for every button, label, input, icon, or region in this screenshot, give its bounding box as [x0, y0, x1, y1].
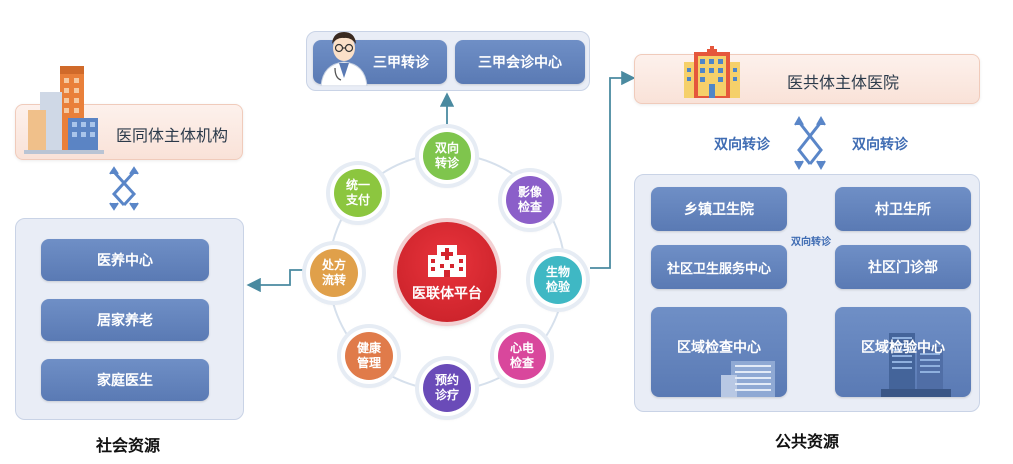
- home-elderly-care-label: 居家养老: [97, 313, 153, 329]
- hospital-icon: [428, 245, 466, 277]
- node-prescription-flow-line2: 流转: [321, 273, 346, 287]
- node-bio-test-line2: 检验: [545, 280, 570, 294]
- left-header-title: 医同体主体机构: [116, 126, 229, 145]
- node-prescription-flow-fill: 处方 流转: [310, 249, 358, 297]
- left-resource-panel: 医养中心 居家养老 家庭医生: [15, 218, 244, 420]
- left-cross-arrow-icon: [109, 166, 139, 211]
- community-center-label: 社区卫生服务中心: [666, 261, 771, 277]
- node-imaging-exam-fill: 影像 检查: [506, 176, 554, 224]
- node-unified-payment-fill: 统一 支付: [334, 169, 382, 217]
- tertiary-referral-label: 三甲转诊: [373, 55, 429, 71]
- node-unified-payment-line1: 统一: [345, 178, 370, 192]
- family-doctor-button[interactable]: 家庭医生: [41, 359, 209, 401]
- medical-elderly-care-label: 医养中心: [97, 253, 153, 269]
- platform-label: 医联体平台: [412, 286, 482, 302]
- public-resources-caption: 公共资源: [775, 432, 840, 451]
- right-resource-panel: 乡镇卫生院 村卫生所 双向转诊 社区卫生服务中心 社区门诊部 区域检查中心: [634, 174, 980, 412]
- node-health-mgmt-line2: 管理: [356, 356, 381, 370]
- node-prescription-flow[interactable]: 处方 流转: [306, 245, 362, 301]
- node-bio-test-line1: 生物: [545, 265, 570, 279]
- node-unified-payment-line2: 支付: [345, 193, 370, 207]
- node-health-mgmt-line1: 健康: [356, 341, 381, 355]
- test-building-icon: [881, 333, 951, 397]
- referral-label-right: 双向转诊: [852, 137, 908, 153]
- node-imaging-exam-line2: 检查: [517, 200, 542, 214]
- exam-building-icon: [721, 361, 775, 397]
- connector-right: [590, 70, 636, 269]
- node-imaging-exam[interactable]: 影像 检查: [502, 172, 558, 228]
- medical-elderly-care-button[interactable]: 医养中心: [41, 239, 209, 281]
- top-referral-panel: 三甲转诊 三甲会诊中心: [306, 31, 590, 91]
- home-elderly-care-button[interactable]: 居家养老: [41, 299, 209, 341]
- node-imaging-exam-line1: 影像: [517, 185, 542, 199]
- hospital-building-icon: [684, 46, 740, 98]
- regional-exam-center-button[interactable]: 区域检查中心: [651, 307, 787, 397]
- right-cross-arrow-icon: [794, 115, 826, 171]
- grid-referral-label: 双向转诊: [791, 237, 831, 248]
- village-clinic-button[interactable]: 村卫生所: [835, 187, 971, 231]
- node-bio-test[interactable]: 生物 检验: [530, 252, 586, 308]
- node-bio-test-fill: 生物 检验: [534, 256, 582, 304]
- node-prescription-flow-line1: 处方: [321, 258, 346, 272]
- node-two-way-referral-line2: 转诊: [434, 156, 459, 170]
- tertiary-consultation-label: 三甲会诊中心: [478, 55, 562, 71]
- community-clinic-button[interactable]: 社区门诊部: [835, 245, 971, 289]
- node-health-mgmt-fill: 健康 管理: [345, 332, 393, 380]
- right-header-title: 医共体主体医院: [787, 73, 900, 92]
- referral-label-left: 双向转诊: [714, 137, 770, 153]
- regional-exam-center-label: 区域检查中心: [677, 340, 761, 356]
- node-ecg-exam-line1: 心电: [509, 341, 534, 355]
- township-hospital-label: 乡镇卫生院: [684, 202, 754, 218]
- connector-left: [246, 269, 305, 293]
- node-two-way-referral-line1: 双向: [434, 141, 459, 155]
- doctor-avatar-icon: [320, 32, 368, 86]
- node-ecg-exam[interactable]: 心电 检查: [494, 328, 550, 384]
- institution-building-icon: [24, 66, 104, 154]
- node-appointment-line2: 诊疗: [434, 388, 459, 402]
- regional-test-center-button[interactable]: 区域检验中心: [835, 307, 971, 397]
- township-hospital-button[interactable]: 乡镇卫生院: [651, 187, 787, 231]
- node-health-mgmt[interactable]: 健康 管理: [341, 328, 397, 384]
- node-appointment[interactable]: 预约 诊疗: [419, 360, 475, 416]
- node-appointment-fill: 预约 诊疗: [423, 364, 471, 412]
- community-clinic-label: 社区门诊部: [868, 260, 938, 276]
- node-appointment-line1: 预约: [434, 373, 459, 387]
- family-doctor-label: 家庭医生: [97, 373, 153, 389]
- node-unified-payment[interactable]: 统一 支付: [330, 165, 386, 221]
- community-center-button[interactable]: 社区卫生服务中心: [651, 245, 787, 289]
- village-clinic-label: 村卫生所: [875, 202, 931, 218]
- platform-center-node[interactable]: 医联体平台: [397, 222, 497, 322]
- regional-test-center-label: 区域检验中心: [861, 340, 945, 356]
- node-ecg-exam-fill: 心电 检查: [498, 332, 546, 380]
- tertiary-consultation-button[interactable]: 三甲会诊中心: [455, 40, 585, 84]
- node-two-way-referral-fill: 双向 转诊: [423, 132, 471, 180]
- node-two-way-referral[interactable]: 双向 转诊: [419, 128, 475, 184]
- social-resources-caption: 社会资源: [96, 436, 161, 455]
- node-ecg-exam-line2: 检查: [509, 356, 534, 370]
